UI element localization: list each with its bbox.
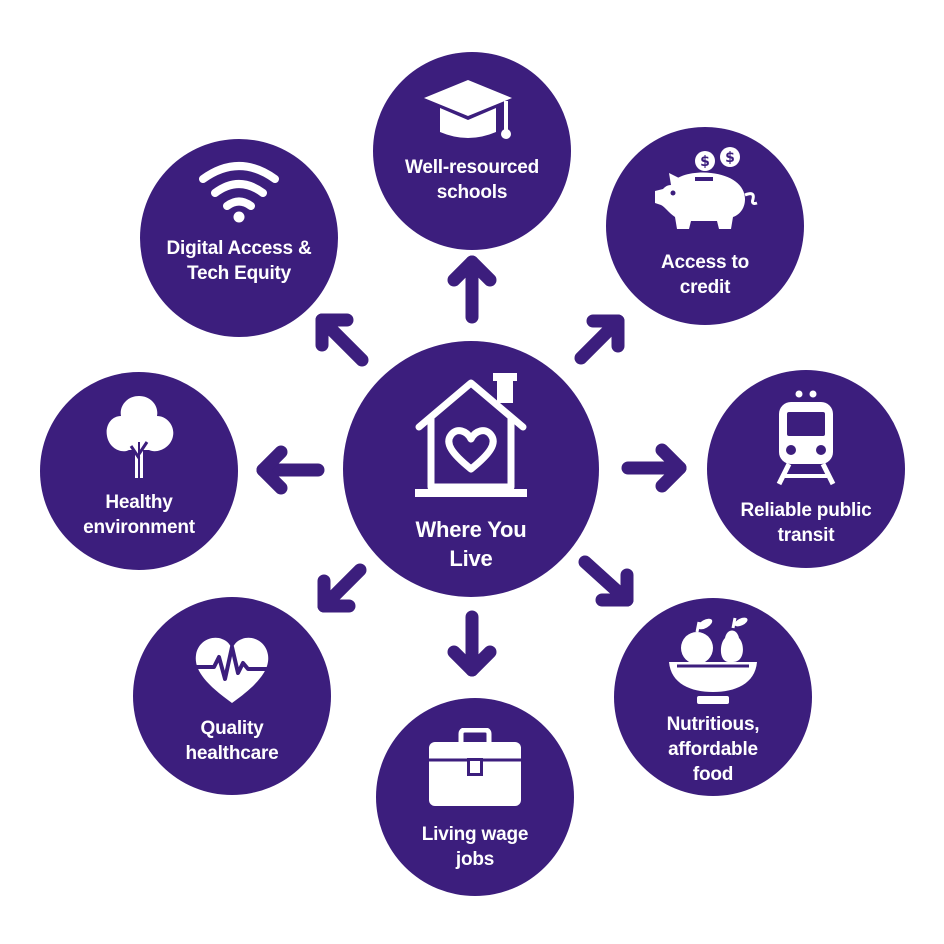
arrow-down [447, 610, 497, 677]
arrow-down-right [578, 555, 634, 607]
svg-text:$: $ [700, 154, 710, 170]
arrow-right [621, 443, 687, 493]
label-digital: Digital Access &Tech Equity [166, 238, 312, 284]
train-icon [776, 390, 836, 486]
arrow-up-left [315, 313, 369, 367]
arrow-left [256, 445, 325, 495]
node-digital: Digital Access &Tech Equity [140, 139, 338, 337]
heart-pulse-icon [194, 637, 270, 703]
arrow-up-right [574, 314, 625, 365]
piggy-bank-icon: $ $ [655, 147, 758, 229]
fruit-bowl-icon [669, 617, 757, 704]
wifi-icon [199, 162, 279, 223]
tree-icon [106, 396, 174, 478]
graduation-cap-icon [424, 80, 512, 139]
briefcase-icon [429, 728, 521, 806]
house-heart-icon [415, 373, 527, 497]
arrow-up [447, 255, 497, 324]
arrow-down-left [317, 563, 367, 613]
svg-text:$: $ [725, 150, 735, 166]
